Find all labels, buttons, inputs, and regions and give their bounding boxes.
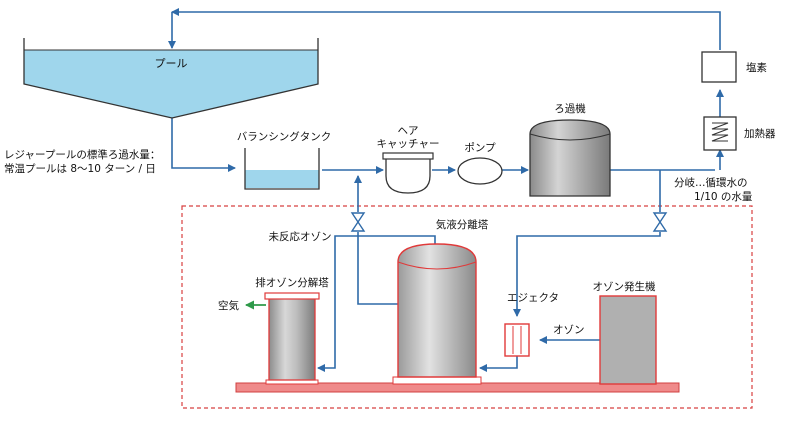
heater-label: 加熱器 <box>744 127 776 140</box>
hair-catcher <box>382 152 434 194</box>
chlorine-box <box>701 51 737 83</box>
branch-note-line1: 分岐…循環水の <box>674 176 748 189</box>
return-line-top <box>171 8 721 50</box>
pool-note-line1: レジャープールの標準ろ過水量： <box>4 148 160 161</box>
balancing-tank <box>244 148 320 190</box>
gas-liquid-separator <box>392 243 482 385</box>
separator-return-line <box>357 232 398 305</box>
ozone-generator <box>599 295 657 385</box>
ejector <box>504 323 530 357</box>
ozone-generator-label: オゾン発生機 <box>593 280 656 293</box>
chlorine-label: 塩素 <box>746 61 767 74</box>
pool <box>23 38 319 119</box>
gas-liquid-separator-label: 気液分離塔 <box>436 218 489 231</box>
hair-catcher-label-2: キャッチャー <box>377 138 440 150</box>
ejector-to-separator-line <box>479 356 518 372</box>
valve-left[interactable] <box>350 212 366 232</box>
flow-lines <box>168 8 724 372</box>
pool-to-tank-line <box>171 118 236 172</box>
heater-coil-icon <box>711 122 729 142</box>
pool-outline <box>23 38 319 119</box>
ozone-system-boundary <box>181 205 753 409</box>
branch-after-valve <box>513 232 661 317</box>
heater <box>703 116 737 151</box>
pool-note-line2: 常温プールは 8～10 ターン / 日 <box>4 162 156 175</box>
hair-catcher-label-1: ヘア <box>398 125 419 137</box>
exhaust-ozone-decomposer-label: 排オゾン分解塔 <box>255 276 329 289</box>
filter-label: ろ過機 <box>554 102 586 115</box>
branch-note-line2: 1/10 の水量 <box>694 191 753 203</box>
air-label: 空気 <box>218 299 239 312</box>
pool-label: プール <box>155 57 188 70</box>
unreacted-ozone-label: 未反応オゾン <box>269 230 332 243</box>
valve-right[interactable] <box>652 212 668 232</box>
pump <box>457 157 503 185</box>
filter <box>529 119 611 197</box>
balancing-tank-label: バランシングタンク <box>237 130 332 143</box>
exhaust-ozone-decomposer <box>264 292 320 385</box>
ozone-label: オゾン <box>553 324 585 336</box>
pump-label: ポンプ <box>464 142 496 154</box>
ejector-label: エジェクタ <box>507 292 559 304</box>
